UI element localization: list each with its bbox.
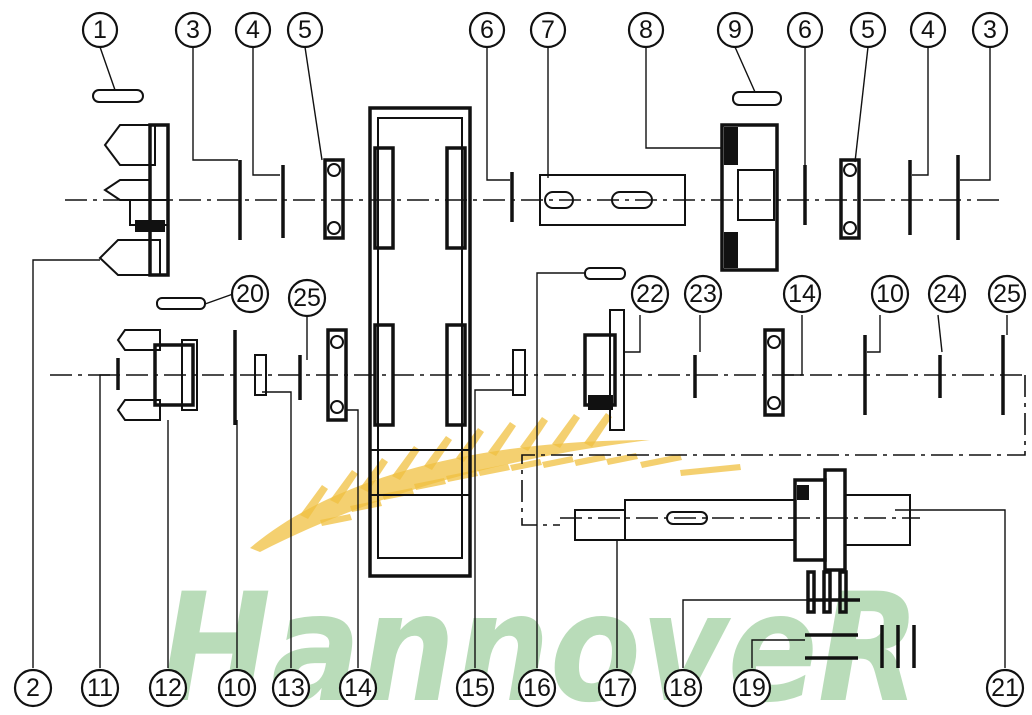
svg-text:8: 8	[639, 16, 653, 44]
svg-text:18: 18	[669, 674, 697, 702]
svg-text:9: 9	[728, 16, 742, 44]
part-19-pins	[805, 625, 916, 668]
svg-text:23: 23	[689, 280, 717, 308]
svg-text:3: 3	[186, 16, 200, 44]
part-14-bearing-left	[326, 328, 348, 422]
svg-text:4: 4	[246, 16, 260, 44]
callout-5: 5	[286, 11, 324, 49]
output-return-line	[521, 375, 1026, 526]
svg-text:4: 4	[921, 16, 935, 44]
part-7-input-shaft	[539, 174, 686, 226]
callout-6: 6	[468, 11, 506, 49]
callout-3: 3	[174, 11, 212, 49]
svg-text:14: 14	[344, 674, 372, 702]
callout-8: 8	[627, 11, 665, 49]
svg-text:17: 17	[603, 674, 631, 702]
svg-text:15: 15	[461, 674, 489, 702]
callout-6-right: 6	[786, 11, 824, 49]
part-14-bearing-right	[763, 328, 785, 417]
part-22-bevel-gear	[583, 309, 625, 431]
svg-text:1: 1	[93, 16, 107, 44]
part-2-grease-fittings	[98, 123, 170, 277]
svg-text:11: 11	[87, 674, 113, 702]
part-16-key	[584, 267, 626, 280]
callout-25: 25	[287, 278, 327, 318]
svg-text:13: 13	[277, 674, 305, 702]
svg-text:3: 3	[983, 16, 997, 44]
part-21-flange	[793, 468, 911, 572]
leader-lines	[32, 46, 1008, 668]
callout-13: 13	[271, 668, 311, 708]
callout-11: 11	[80, 668, 120, 708]
callout-19: 19	[732, 668, 772, 708]
part-8-gear-flange	[720, 123, 779, 272]
callout-17: 17	[597, 668, 637, 708]
callout-22: 22	[630, 274, 670, 314]
callout-20: 20	[230, 274, 270, 314]
callout-10: 10	[217, 668, 257, 708]
svg-text:16: 16	[523, 674, 551, 702]
callout-4-right: 4	[909, 11, 947, 49]
svg-text:21: 21	[991, 674, 1019, 702]
gearbox-housing	[368, 106, 472, 578]
callout-18: 18	[663, 668, 703, 708]
part-13-bushing	[254, 354, 267, 396]
wheat-ear-icon	[250, 413, 741, 552]
callout-4: 4	[234, 11, 272, 49]
callout-16: 16	[517, 668, 557, 708]
part-5-bearing-left	[323, 158, 345, 240]
callout-2: 2	[13, 668, 53, 708]
callout-5-right: 5	[849, 11, 887, 49]
svg-text:24: 24	[933, 280, 961, 308]
part-17-output-shaft	[574, 499, 796, 541]
callout-1: 1	[81, 11, 119, 49]
part-1-key	[92, 89, 144, 103]
svg-text:22: 22	[636, 280, 664, 308]
callout-24: 24	[927, 274, 967, 314]
svg-text:10: 10	[876, 280, 904, 308]
part-12-hub	[116, 329, 198, 421]
callout-3-right: 3	[971, 11, 1009, 49]
callout-12: 12	[148, 668, 188, 708]
part-5-bearing-right	[839, 158, 861, 240]
svg-text:10: 10	[223, 674, 251, 702]
part-15-bushing	[512, 349, 526, 396]
callout-25-right: 25	[987, 274, 1027, 314]
callout-9: 9	[716, 11, 754, 49]
part-18-bolts	[806, 570, 860, 614]
svg-text:25: 25	[993, 280, 1021, 308]
part-20-key	[156, 297, 206, 310]
svg-text:19: 19	[738, 674, 766, 702]
part-9-key	[732, 91, 782, 106]
callout-21: 21	[985, 668, 1025, 708]
svg-text:2: 2	[26, 674, 40, 702]
callout-15: 15	[455, 668, 495, 708]
callout-7: 7	[529, 11, 567, 49]
callout-14: 14	[338, 668, 378, 708]
svg-text:12: 12	[154, 674, 182, 702]
svg-text:14: 14	[788, 280, 816, 308]
svg-text:7: 7	[541, 16, 555, 44]
svg-text:5: 5	[861, 16, 875, 44]
callout-10-mid: 10	[870, 274, 910, 314]
svg-text:6: 6	[480, 16, 494, 44]
svg-text:25: 25	[293, 284, 321, 312]
svg-text:20: 20	[236, 280, 264, 308]
callout-14-mid: 14	[782, 274, 822, 314]
callout-23: 23	[683, 274, 723, 314]
svg-text:5: 5	[298, 16, 312, 44]
svg-text:6: 6	[798, 16, 812, 44]
